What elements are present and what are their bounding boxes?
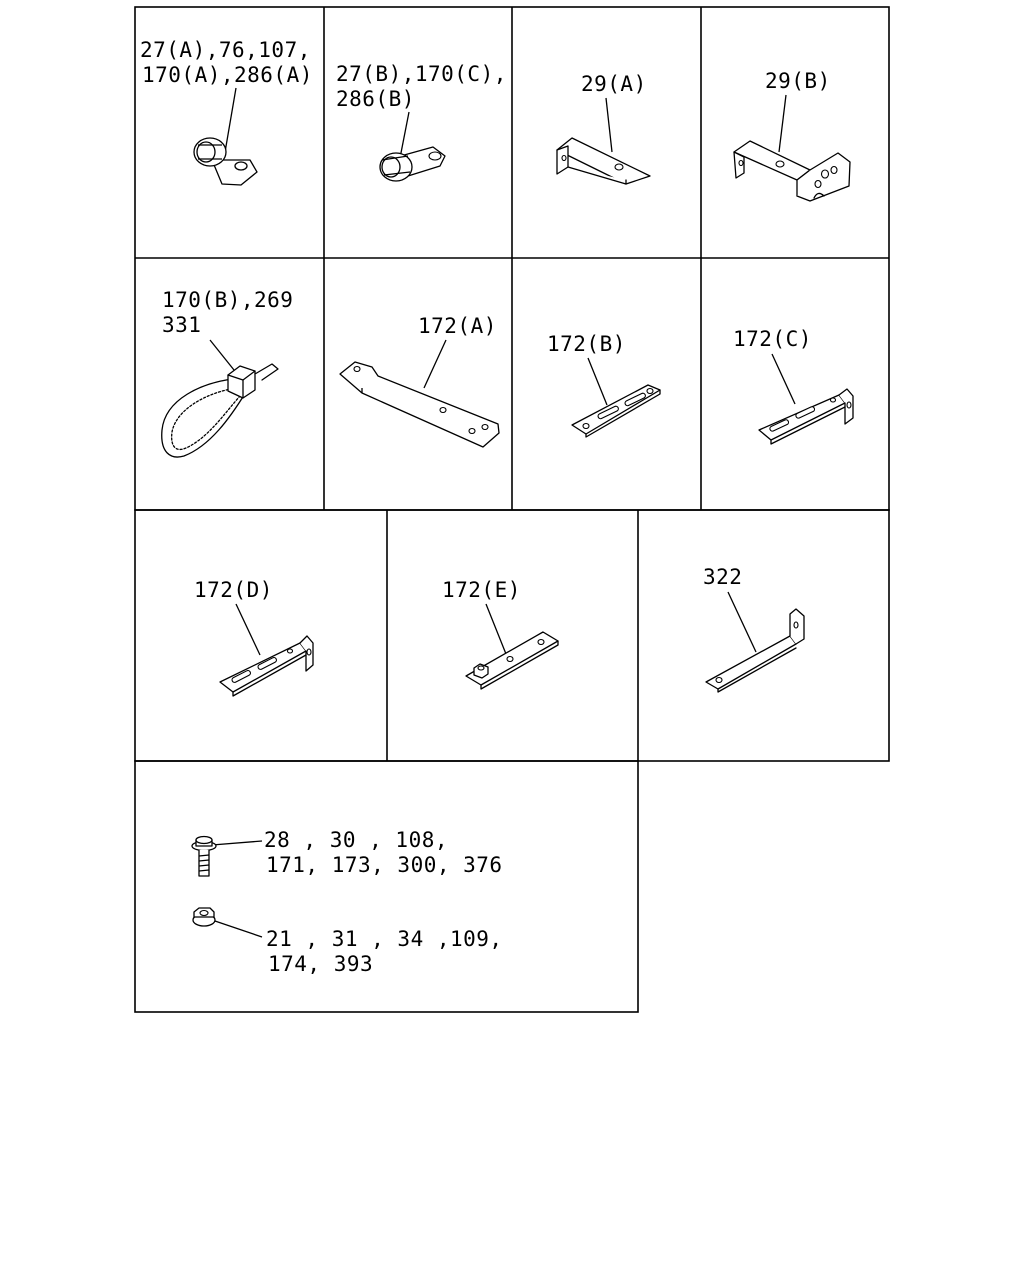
- bracket-322-leader-line: [727, 591, 757, 653]
- cell-plate-172b: 172(B): [547, 332, 661, 438]
- clip-b-label-line-2: 286(B): [336, 87, 415, 111]
- bracket-29b-leader-line: [778, 94, 787, 153]
- bolt-label-line-2: 171, 173, 300, 376: [266, 853, 503, 877]
- plate-172a-leader-line: [423, 339, 447, 389]
- cell-cable-tie: 170(B),269 331: [161, 288, 293, 458]
- cell-fasteners: 28 , 30 , 108, 171, 173, 300, 376 21 , 3…: [191, 828, 503, 976]
- flange-bolt-drawing: [191, 835, 217, 877]
- cable-tie-label-line-1: 170(B),269: [162, 288, 293, 312]
- nut-leader-line: [211, 919, 263, 938]
- clip-b-drawing: [379, 146, 446, 182]
- cell-plate-172a: 172(A): [339, 314, 500, 448]
- bracket-172c-label: 172(C): [733, 327, 812, 351]
- clip-a-drawing: [193, 137, 258, 186]
- plate-172b-drawing: [571, 384, 661, 438]
- bracket-172d-leader-line: [235, 603, 261, 656]
- nut-label-line-1: 21 , 31 , 34 ,109,: [266, 927, 503, 951]
- clip-a-label-line-1: 27(A),76,107,: [140, 38, 311, 62]
- cell-bracket-172d: 172(D): [194, 578, 314, 697]
- bracket-172d-drawing: [219, 635, 314, 697]
- plate-172a-label: 172(A): [418, 314, 497, 338]
- bolt-label-line-1: 28 , 30 , 108,: [264, 828, 448, 852]
- bracket-172d-label: 172(D): [194, 578, 273, 602]
- bracket-29a-leader-line: [605, 97, 613, 153]
- clip-b-leader-line: [399, 111, 410, 159]
- clip-a-label-line-2: 170(A),286(A): [142, 63, 313, 87]
- bracket-172c-drawing: [758, 388, 854, 445]
- cell-bracket-29b: 29(B): [733, 69, 851, 202]
- cable-tie-leader-line: [209, 339, 235, 371]
- bracket-29b-drawing: [733, 140, 851, 202]
- nut-label-line-2: 174, 393: [268, 952, 373, 976]
- plate-172b-label: 172(B): [547, 332, 626, 356]
- cell-plate-172e: 172(E): [442, 578, 559, 690]
- bracket-322-label: 322: [703, 565, 742, 589]
- cell-bracket-172c: 172(C): [733, 327, 854, 445]
- flange-nut-drawing: [192, 907, 216, 927]
- bolt-leader-line: [211, 840, 263, 846]
- plate-172e-label: 172(E): [442, 578, 521, 602]
- plate-172e-leader-line: [485, 603, 507, 655]
- bracket-29a-drawing: [556, 137, 651, 185]
- plate-172b-leader-line: [587, 357, 608, 406]
- bracket-172c-leader-line: [771, 353, 796, 405]
- bracket-29a-label: 29(A): [581, 72, 647, 96]
- grid-frame: [134, 6, 890, 1013]
- cell-clip-a: 27(A),76,107, 170(A),286(A): [140, 38, 313, 186]
- bracket-29b-label: 29(B): [765, 69, 831, 93]
- cell-clip-b: 27(B),170(C), 286(B): [336, 62, 507, 182]
- cable-tie-label-line-2: 331: [162, 313, 201, 337]
- cell-bracket-29a: 29(A): [556, 72, 651, 185]
- bracket-322-drawing: [705, 608, 805, 693]
- cable-tie-drawing: [161, 363, 279, 458]
- plate-172a-drawing: [339, 361, 500, 448]
- clip-b-label-line-1: 27(B),170(C),: [336, 62, 507, 86]
- cell-bracket-322: 322: [703, 565, 805, 693]
- plate-172e-drawing: [465, 631, 559, 690]
- clip-a-leader-line: [223, 87, 237, 159]
